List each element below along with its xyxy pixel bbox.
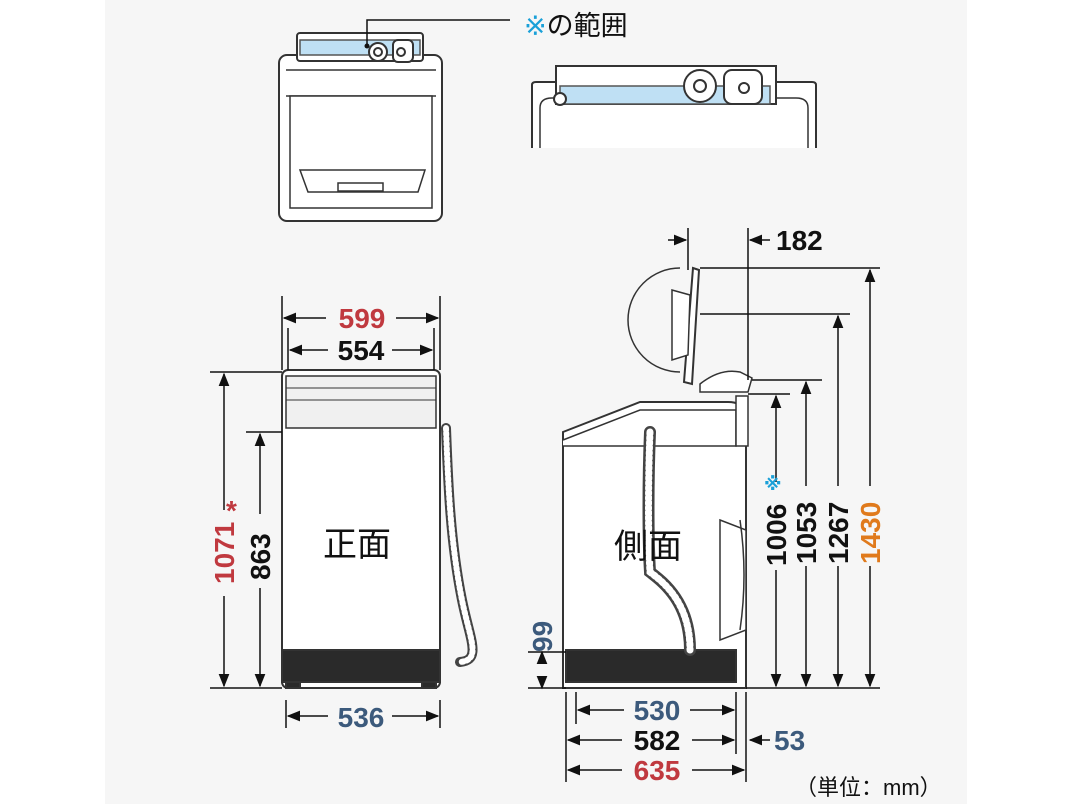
side-label: 側面 bbox=[614, 527, 682, 567]
range-caption: ※の範囲 bbox=[524, 4, 628, 43]
dim-depth-body: 582 bbox=[634, 725, 681, 756]
front-label: 正面 bbox=[323, 525, 391, 565]
unit-label: （単位：mm） bbox=[795, 775, 942, 800]
side-view bbox=[562, 266, 753, 689]
dim-width-inner: 554 bbox=[338, 335, 385, 366]
dim-width-outer: 599 bbox=[339, 303, 386, 334]
right-margin bbox=[967, 0, 1072, 804]
range-mark: ※ bbox=[524, 11, 547, 41]
dim-height-body: 863 bbox=[245, 533, 276, 580]
callout-line bbox=[366, 19, 510, 46]
dim-height-1006: 1006 bbox=[761, 504, 792, 566]
side-dimension-lines bbox=[528, 228, 880, 782]
dim-height-total: 1071 bbox=[209, 522, 240, 584]
top-view-front bbox=[278, 32, 443, 222]
range-caption-text: の範囲 bbox=[546, 11, 628, 41]
dim-height-1430: 1430 bbox=[855, 502, 886, 564]
dim-height-1006-mark: ※ bbox=[764, 474, 782, 494]
dim-depth-base: 530 bbox=[634, 695, 681, 726]
front-view bbox=[281, 369, 478, 689]
front-dimension-lines bbox=[210, 296, 440, 728]
dim-height-1267: 1267 bbox=[823, 502, 854, 564]
dim-depth-total: 635 bbox=[634, 755, 681, 786]
dim-base-height: 99 bbox=[527, 621, 558, 652]
highlight-area-front bbox=[299, 39, 421, 56]
dim-height-1053: 1053 bbox=[791, 502, 822, 564]
left-margin bbox=[0, 0, 105, 804]
top-view-side bbox=[531, 65, 817, 148]
dim-back-offset: 53 bbox=[774, 725, 805, 756]
dim-height-total-mark: * bbox=[226, 495, 237, 526]
dim-top-offset: 182 bbox=[776, 225, 823, 256]
dim-width-base: 536 bbox=[338, 702, 385, 733]
